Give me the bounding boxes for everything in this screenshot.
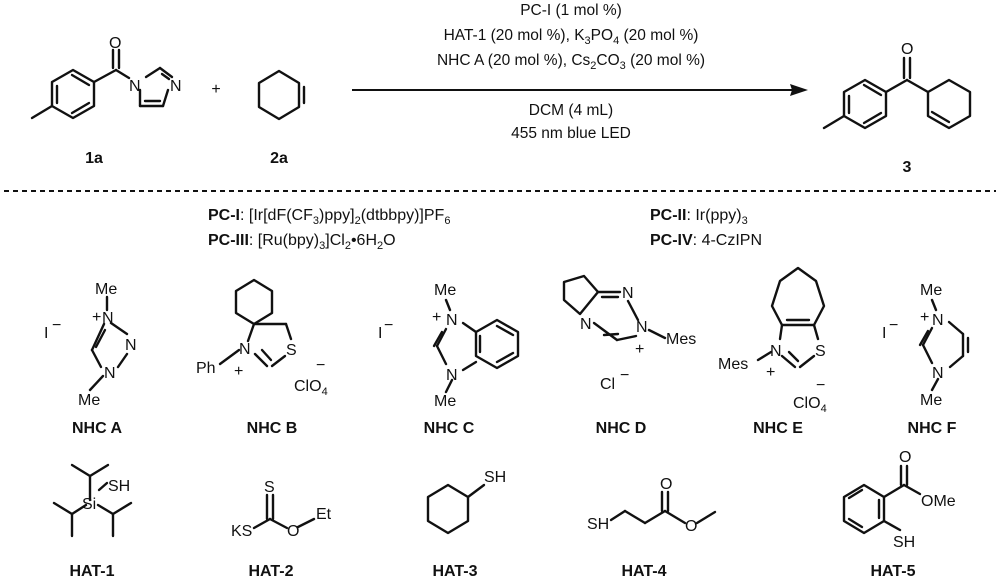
hat-3-label: HAT-3	[432, 563, 477, 576]
atom-label: O	[660, 476, 672, 493]
atom-label: N	[104, 365, 116, 382]
atom-label: Mes	[666, 331, 696, 348]
atom-label: N	[932, 312, 944, 329]
reaction-arrow	[352, 84, 808, 96]
condition-hat-base: HAT-1 (20 mol %), K3PO4 (20 mol %)	[444, 27, 699, 47]
atom-label: Si	[82, 496, 96, 513]
charge-minus: −	[889, 317, 898, 334]
atom-label: O	[899, 449, 911, 466]
charge-plus: +	[635, 341, 644, 358]
counterion-iodide: I	[378, 325, 382, 342]
atom-label: Et	[316, 506, 332, 523]
counterion-perchlorate: ClO4	[294, 378, 328, 398]
condition-catalyst: PC-I (1 mol %)	[520, 2, 622, 19]
counterion-perchlorate: ClO4	[793, 395, 827, 415]
atom-label: Me	[434, 393, 456, 410]
hat-2-label: HAT-2	[248, 563, 293, 576]
nhc-c-structure	[432, 298, 520, 394]
atom-label: S	[815, 343, 826, 360]
nhc-e-structure	[756, 266, 826, 369]
nhc-a-structure	[88, 295, 129, 392]
charge-minus: −	[816, 377, 825, 394]
nhc-c-label: NHC C	[424, 420, 475, 437]
hat-5-structure	[842, 464, 922, 535]
atom-label: O	[109, 35, 121, 52]
hat-1-structure	[52, 463, 133, 538]
charge-plus: +	[766, 364, 775, 381]
atom-label: SH	[587, 516, 609, 533]
atom-label: N	[636, 319, 648, 336]
reactant-1a-label: 1a	[85, 150, 103, 167]
atom-label: N	[239, 341, 251, 358]
atom-label: S	[264, 479, 275, 496]
atom-label: Ph	[196, 360, 216, 377]
reactant-2a-structure	[257, 69, 306, 121]
nhc-e-label: NHC E	[753, 420, 803, 437]
charge-minus: −	[620, 367, 629, 384]
atom-label: N	[125, 337, 137, 354]
atom-label: SH	[893, 534, 915, 551]
pc1-definition: PC-I: [Ir[dF(CF3)ppy]2(dtbbpy)]PF6	[208, 207, 450, 227]
counterion-iodide: I	[44, 325, 48, 342]
charge-minus: −	[316, 357, 325, 374]
plus-sign: +	[211, 81, 220, 98]
product-3-structure	[822, 56, 972, 130]
atom-label: N	[170, 78, 182, 95]
nhc-f-structure	[918, 298, 970, 392]
nhc-d-label: NHC D	[596, 420, 647, 437]
pc4-definition: PC-IV: 4-CzIPN	[650, 232, 762, 249]
charge-minus: −	[52, 317, 61, 334]
atom-label: OMe	[921, 493, 956, 510]
atom-label: SH	[108, 478, 130, 495]
condition-solvent: DCM (4 mL)	[529, 102, 613, 119]
reactant-2a-label: 2a	[270, 150, 288, 167]
atom-label: S	[286, 342, 297, 359]
atom-label: Me	[95, 281, 117, 298]
nhc-f-label: NHC F	[908, 420, 957, 437]
atom-label: N	[102, 310, 114, 327]
atom-label: Me	[920, 392, 942, 409]
charge-plus: +	[432, 309, 441, 326]
atom-label: N	[446, 367, 458, 384]
atom-label: N	[770, 343, 782, 360]
hat-5-label: HAT-5	[870, 563, 915, 576]
atom-label: SH	[484, 469, 506, 486]
atom-label: O	[901, 41, 913, 58]
atom-label: KS	[231, 523, 252, 540]
counterion-chloride: Cl	[600, 376, 615, 393]
hat-3-structure	[426, 483, 486, 535]
product-3-label: 3	[903, 159, 912, 176]
atom-label: Mes	[718, 356, 748, 373]
atom-label: Me	[434, 282, 456, 299]
atom-label: N	[129, 78, 141, 95]
hat-4-structure	[609, 490, 717, 525]
atom-label: Me	[920, 282, 942, 299]
hat-2-structure	[252, 493, 316, 530]
nhc-a-label: NHC A	[72, 420, 123, 437]
condition-nhc-base: NHC A (20 mol %), Cs2CO3 (20 mol %)	[437, 52, 705, 72]
atom-label: O	[287, 523, 299, 540]
atom-label: Me	[78, 392, 100, 409]
counterion-iodide: I	[882, 325, 886, 342]
nhc-b-structure	[218, 278, 293, 368]
atom-label: N	[580, 316, 592, 333]
condition-light: 455 nm blue LED	[511, 125, 631, 142]
charge-plus: +	[920, 309, 929, 326]
pc2-definition: PC-II: Ir(ppy)3	[650, 207, 748, 227]
nhc-d-structure	[562, 274, 667, 342]
hat-4-label: HAT-4	[621, 563, 666, 576]
atom-label: N	[622, 285, 634, 302]
hat-1-label: HAT-1	[69, 563, 114, 576]
reactant-1a-structure	[30, 48, 174, 120]
atom-label: N	[446, 312, 458, 329]
pc3-definition: PC-III: [Ru(bpy)3]Cl2•6H2O	[208, 232, 396, 252]
charge-minus: −	[384, 317, 393, 334]
atom-label: N	[932, 365, 944, 382]
charge-plus: +	[234, 363, 243, 380]
atom-label: O	[685, 518, 697, 535]
charge-plus: +	[92, 309, 101, 326]
nhc-b-label: NHC B	[247, 420, 298, 437]
